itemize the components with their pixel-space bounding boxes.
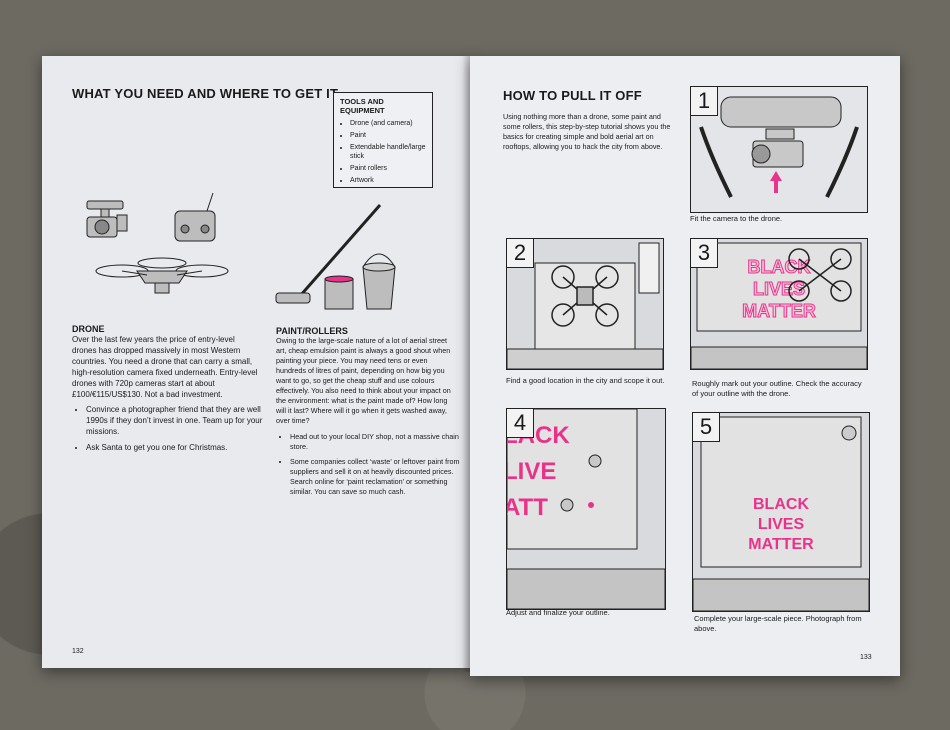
artwork-line: BLACK [748,257,811,277]
paint-heading: PAINT/ROLLERS [276,326,348,336]
step-number: 2 [507,239,534,268]
artwork-line: BLACK [753,496,809,513]
paint-bullet: Head out to your local DIY shop, not a m… [290,432,466,452]
artwork-line: LIVE [507,458,556,485]
outline-check-illustration: BLACK LIVES MATTER [691,242,867,369]
drone-bullet: Convince a photographer friend that they… [86,404,266,437]
tools-item: Paint rollers [350,164,426,173]
step-number: 5 [693,413,720,442]
tools-item: Paint [350,131,426,140]
arrow-up-icon [774,179,778,193]
step-number: 1 [691,87,718,116]
drone-equipment-illustration [86,192,229,294]
step-1-panel: 1 [690,86,868,213]
artwork-line: LIVES [753,279,805,299]
tools-heading: TOOLS AND EQUIPMENT [340,97,385,115]
step-5-caption: Complete your large-scale piece. Photogr… [694,614,862,633]
step-2-panel: 2 [506,238,664,370]
artwork-line: MATTER [748,536,814,553]
right-page-title: HOW TO PULL IT OFF [503,88,642,103]
finished-artwork-illustration: BLACK LIVES MATTER [693,416,869,611]
step-4-panel: LACK LIVE ATT 4 [506,408,666,610]
tools-and-equipment-box: TOOLS AND EQUIPMENT Drone (and camera) P… [333,92,433,188]
drone-heading: DRONE [72,324,105,334]
painting-outline-illustration: LACK LIVE ATT [507,409,665,609]
tools-item: Extendable handle/large stick [350,143,426,161]
artwork-line: MATTER [742,301,816,321]
tools-item: Drone (and camera) [350,119,426,128]
step-3-panel: BLACK LIVES MATTER 3 [690,238,868,370]
paint-roller-illustration [275,204,396,310]
step-4-caption: Adjust and finalize your outline. [506,608,610,617]
paint-bullet-list: Head out to your local DIY shop, not a m… [278,432,466,502]
step-2-caption: Find a good location in the city and sco… [506,376,665,385]
step-number: 4 [507,409,534,438]
artwork-line: ATT [507,494,548,521]
left-page-number: 132 [72,648,84,655]
step-3-caption: Roughly mark out your outline. Check the… [692,379,862,398]
left-page: WHAT YOU NEED AND WHERE TO GET IT TOOLS … [42,56,470,668]
drone-bullet: Ask Santa to get you one for Christmas. [86,442,266,453]
step-5-panel: BLACK LIVES MATTER 5 [692,412,870,612]
drone-bullet-list: Convince a photographer friend that they… [74,404,266,458]
intro-paragraph: Using nothing more than a drone, some pa… [503,112,671,151]
right-page: HOW TO PULL IT OFF Using nothing more th… [470,56,900,676]
step-1-caption: Fit the camera to the drone. [690,214,783,223]
step-number: 3 [691,239,718,268]
artwork-line: LIVES [758,516,805,533]
drone-camera-illustration [699,96,859,198]
rooftop-scouting-illustration [507,242,663,369]
drone-paragraph: Over the last few years the price of ent… [72,335,258,399]
tools-item: Artwork [350,176,426,185]
paint-paragraph: Owing to the large-scale nature of a lot… [276,336,451,425]
right-page-number: 133 [860,654,872,661]
paint-bullet: Some companies collect ‘waste’ or leftov… [290,457,466,497]
left-page-title: WHAT YOU NEED AND WHERE TO GET IT [72,86,339,101]
